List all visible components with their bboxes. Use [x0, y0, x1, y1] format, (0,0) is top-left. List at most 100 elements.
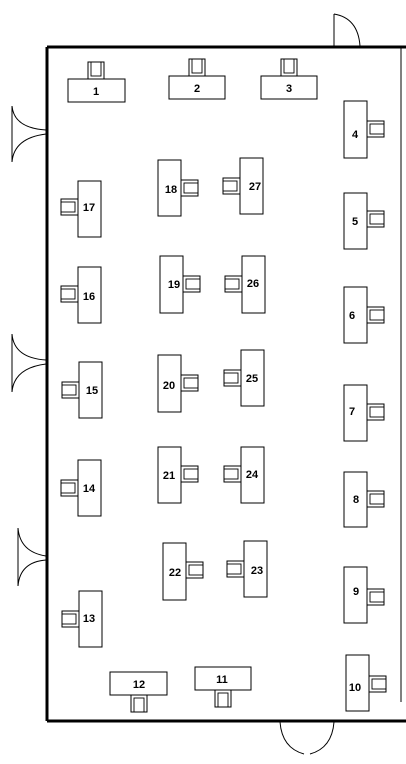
workstation-2: 2 [168, 58, 226, 100]
chair-back [371, 678, 387, 690]
chair-back [60, 201, 76, 213]
workstation-23: 23 [226, 540, 268, 598]
workstation-label: 10 [349, 682, 361, 694]
workstation-label: 27 [249, 181, 261, 193]
desk[interactable] [239, 157, 264, 215]
workstation-label: 11 [216, 674, 228, 686]
workstation-13: 13 [61, 590, 103, 648]
door-left-3 [17, 527, 47, 587]
chair [368, 675, 387, 693]
workstation-17: 17 [60, 180, 102, 238]
workstation-18: 18 [157, 159, 199, 217]
chair-back [183, 468, 199, 480]
workstation-27: 27 [222, 157, 264, 215]
workstation-6: 6 [343, 286, 385, 344]
chair-back [222, 180, 238, 192]
chair-back [188, 564, 204, 576]
workstation-label: 14 [83, 483, 96, 495]
chair-back [183, 182, 199, 194]
chair-back [185, 278, 201, 290]
chair-back [223, 468, 239, 480]
chair [366, 306, 385, 324]
chair-back [61, 613, 77, 625]
workstation-label: 9 [353, 586, 359, 598]
workstation-label: 5 [352, 216, 358, 228]
workstation-20: 20 [157, 354, 199, 413]
workstation-label: 19 [168, 279, 180, 291]
workstation-label: 22 [169, 567, 181, 579]
chair [130, 694, 148, 713]
chair-back [369, 591, 385, 603]
desk[interactable] [77, 180, 102, 238]
workstation-12: 12 [109, 671, 168, 713]
desk[interactable] [343, 286, 368, 344]
workstation-label: 1 [93, 86, 99, 98]
workstation-label: 6 [349, 310, 355, 322]
desk[interactable] [241, 255, 266, 314]
chair-back [369, 493, 385, 505]
workstation-label: 23 [251, 565, 263, 577]
workstation-22: 22 [162, 542, 204, 601]
chair [214, 689, 232, 708]
workstation-3: 3 [260, 58, 318, 100]
chair-back [61, 384, 77, 396]
workstation-5: 5 [343, 192, 385, 250]
workstation-25: 25 [223, 349, 265, 407]
workstation-label: 7 [349, 406, 355, 418]
chair-back [217, 692, 229, 708]
chair [366, 490, 385, 508]
chair-back [183, 377, 199, 389]
workstation-4: 4 [343, 100, 385, 159]
room-walls [45, 45, 406, 723]
workstation-label: 18 [165, 184, 177, 196]
workstation-label: 24 [246, 469, 259, 481]
chair-back [223, 372, 239, 384]
door-top [333, 13, 361, 47]
workstation-8: 8 [343, 471, 385, 528]
chair-back [283, 58, 295, 74]
workstation-label: 20 [163, 380, 175, 392]
chair-back [90, 61, 102, 77]
chair-back [224, 278, 240, 290]
door-left-1 [11, 105, 47, 163]
desk[interactable] [78, 361, 103, 419]
workstation-10: 10 [345, 654, 387, 712]
desk[interactable] [260, 75, 318, 100]
desk[interactable] [240, 446, 265, 504]
workstation-label: 15 [86, 385, 98, 397]
desk[interactable] [78, 590, 103, 648]
workstation-7: 7 [343, 384, 385, 442]
desk[interactable] [343, 384, 368, 442]
workstation-label: 2 [194, 83, 200, 95]
workstation-26: 26 [224, 255, 266, 314]
chair-back [226, 563, 242, 575]
workstation-label: 3 [286, 83, 292, 95]
workstation-11: 11 [194, 666, 252, 708]
chair [366, 120, 385, 138]
chair-back [133, 697, 145, 713]
workstation-label: 17 [83, 202, 95, 214]
workstation-21: 21 [157, 446, 199, 504]
chair [366, 403, 385, 421]
door-left-2 [11, 333, 47, 393]
workstation-label: 12 [133, 679, 145, 691]
desk[interactable] [77, 266, 102, 324]
desk[interactable] [67, 78, 126, 103]
workstation-label: 8 [353, 494, 359, 506]
workstation-label: 26 [247, 278, 259, 290]
workstation-15: 15 [61, 361, 103, 419]
chair-back [191, 58, 203, 74]
workstation-label: 16 [83, 291, 95, 303]
desk[interactable] [243, 540, 268, 598]
workstation-14: 14 [60, 459, 102, 517]
desk[interactable] [77, 459, 102, 517]
workstation-9: 9 [343, 566, 385, 624]
desk[interactable] [240, 349, 265, 407]
desk[interactable] [168, 75, 226, 100]
chair-back [369, 406, 385, 418]
chair-back [60, 288, 76, 300]
chair [366, 210, 385, 228]
workstation-1: 1 [67, 61, 126, 103]
chair-back [369, 213, 385, 225]
